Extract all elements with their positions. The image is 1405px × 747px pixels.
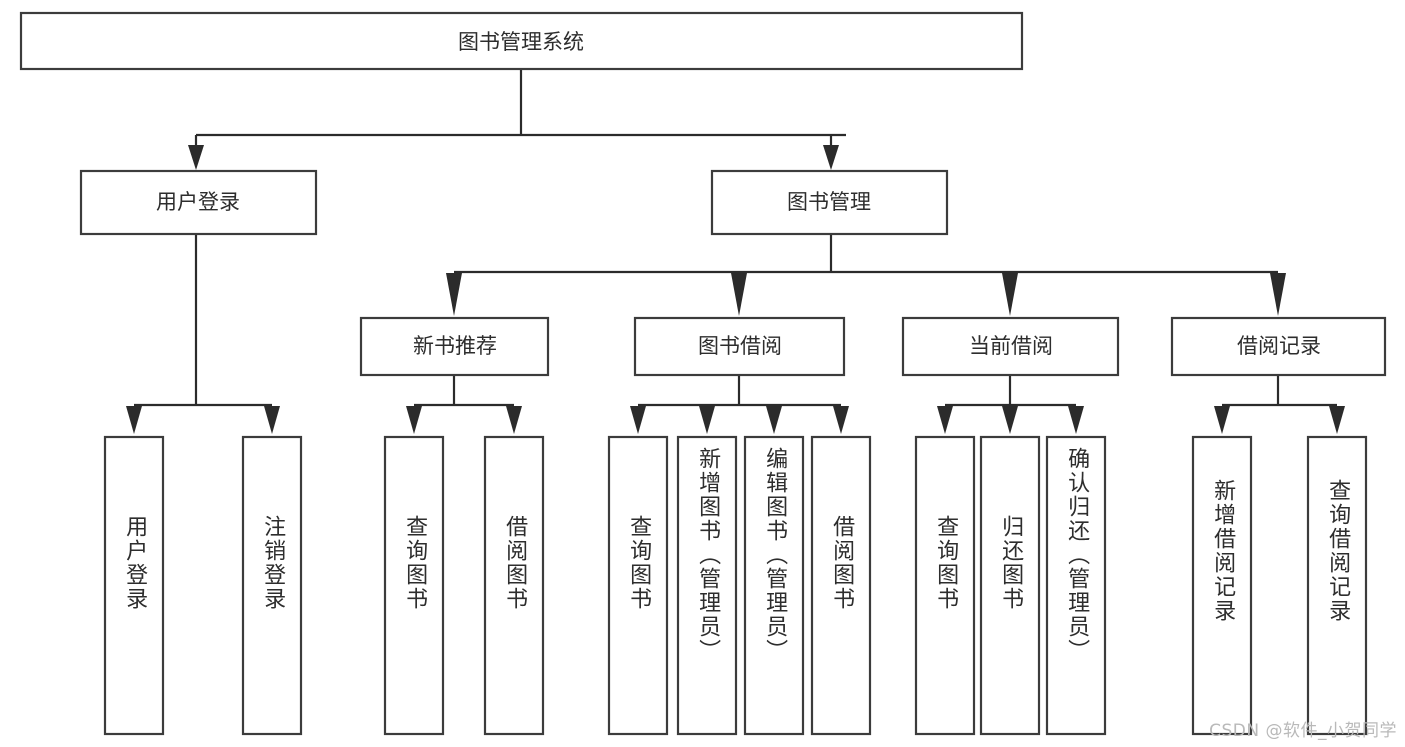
edges-group [126,69,1345,434]
arrowhead-leaf-borrow-book-2 [833,406,849,434]
leaf-box-user-logout[interactable] [241,435,303,736]
node-new-book-recommend[interactable]: 新书推荐 [359,316,550,377]
arrowhead-leaf-user-login [126,406,142,434]
arrowhead-leaf-user-logout [264,406,280,434]
arrowhead-book-management [823,145,839,170]
node-book-management[interactable]: 图书管理 [710,169,949,236]
node-current-borrow-label: 当前借阅 [969,334,1053,358]
arrowhead-leaf-query-record [1329,406,1345,434]
node-book-borrow-label: 图书借阅 [698,334,782,358]
leaf-box-confirm-return[interactable] [1045,435,1107,736]
leaf-box-add-book[interactable] [676,435,738,736]
node-new-book-recommend-box[interactable] [359,316,550,377]
leaf-box-add-record[interactable] [1191,435,1253,736]
leaf-box-borrow-book-1[interactable] [483,435,545,736]
arrowhead-leaf-query-book-2 [630,406,646,434]
leaf-box-query-record[interactable] [1306,435,1368,736]
arrowhead-leaf-query-book-1 [406,406,422,434]
node-book-management-label: 图书管理 [787,190,871,214]
node-user-login-box[interactable] [79,169,318,236]
node-current-borrow-box[interactable] [901,316,1120,377]
leaf-box-borrow-book-2[interactable] [810,435,872,736]
node-book-borrow-box[interactable] [633,316,846,377]
arrowhead-book-borrow [731,273,747,316]
arrowhead-borrow-record [1270,273,1286,316]
arrowhead-new-book-recommend [446,273,462,316]
node-root-label: 图书管理系统 [458,30,584,54]
leaf-box-edit-book[interactable] [743,435,805,736]
csdn-watermark: CSDN @软件_小贺同学 [1209,721,1397,741]
leaf-box-return-book[interactable] [979,435,1041,736]
node-user-login[interactable]: 用户登录 [79,169,318,236]
leaf-boxes-group [103,435,1368,736]
arrowhead-leaf-query-book-3 [937,406,953,434]
arrowhead-leaf-borrow-book-1 [506,406,522,434]
arrowhead-leaf-edit-book [766,406,782,434]
node-root-box[interactable] [19,11,1024,71]
node-borrow-record-box[interactable] [1170,316,1387,377]
arrowhead-user-login [188,145,204,170]
node-book-borrow[interactable]: 图书借阅 [633,316,846,377]
node-root[interactable]: 图书管理系统 [19,11,1024,71]
arrowhead-current-borrow [1002,273,1018,316]
arrowhead-leaf-add-record [1214,406,1230,434]
leaf-box-user-login[interactable] [103,435,165,736]
arrowhead-leaf-add-book [699,406,715,434]
node-current-borrow[interactable]: 当前借阅 [901,316,1120,377]
arrowhead-leaf-confirm-return [1068,406,1084,434]
leaf-box-query-book-3[interactable] [914,435,976,736]
leaf-box-query-book-1[interactable] [383,435,445,736]
arrowhead-leaf-return-book [1002,406,1018,434]
node-borrow-record[interactable]: 借阅记录 [1170,316,1387,377]
node-user-login-label: 用户登录 [156,190,240,214]
node-book-management-box[interactable] [710,169,949,236]
node-borrow-record-label: 借阅记录 [1237,334,1321,358]
node-new-book-recommend-label: 新书推荐 [413,334,497,358]
leaf-box-query-book-2[interactable] [607,435,669,736]
